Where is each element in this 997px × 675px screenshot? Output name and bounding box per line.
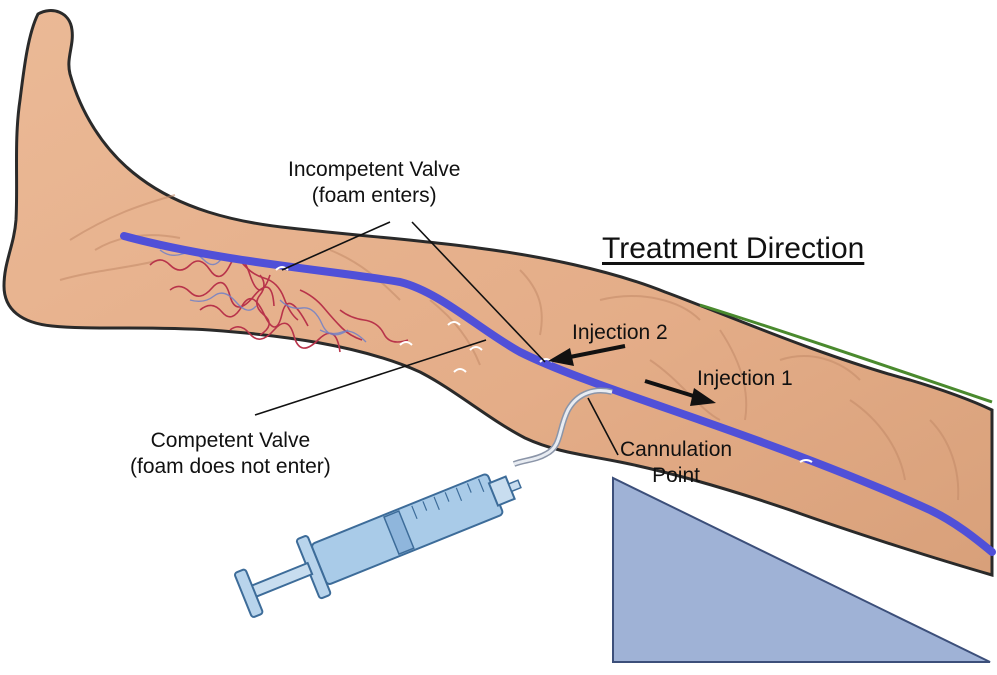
arrow-left-icon bbox=[548, 344, 626, 366]
injection-2-label: Injection 2 bbox=[572, 321, 668, 344]
leader-lines bbox=[254, 221, 619, 456]
incompetent-valve-line1: Incompetent Valve bbox=[288, 158, 461, 181]
incompetent-valve-label: Incompetent Valve (foam enters) bbox=[288, 157, 460, 209]
varicose-veins bbox=[149, 256, 409, 353]
valve-icon bbox=[275, 266, 813, 463]
cannulation-point-label: Cannulation Point bbox=[620, 437, 732, 489]
grass-edge bbox=[699, 303, 993, 404]
cannulation-line2: Point bbox=[652, 464, 700, 487]
competent-valve-line1: Competent Valve bbox=[150, 429, 311, 452]
competent-valve-label: Competent Valve (foam does not enter) bbox=[130, 428, 331, 480]
main-vein bbox=[120, 232, 996, 556]
injection-1-label: Injection 1 bbox=[697, 367, 793, 390]
arrow-right-icon bbox=[644, 379, 716, 406]
syringe-icon bbox=[234, 473, 522, 618]
treatment-direction-title: Treatment Direction bbox=[602, 232, 865, 265]
cannulation-line1: Cannulation bbox=[620, 438, 733, 461]
incompetent-valve-line2: (foam enters) bbox=[311, 184, 437, 207]
support-wedge bbox=[612, 476, 991, 663]
competent-valve-line2: (foam does not enter) bbox=[130, 455, 331, 478]
